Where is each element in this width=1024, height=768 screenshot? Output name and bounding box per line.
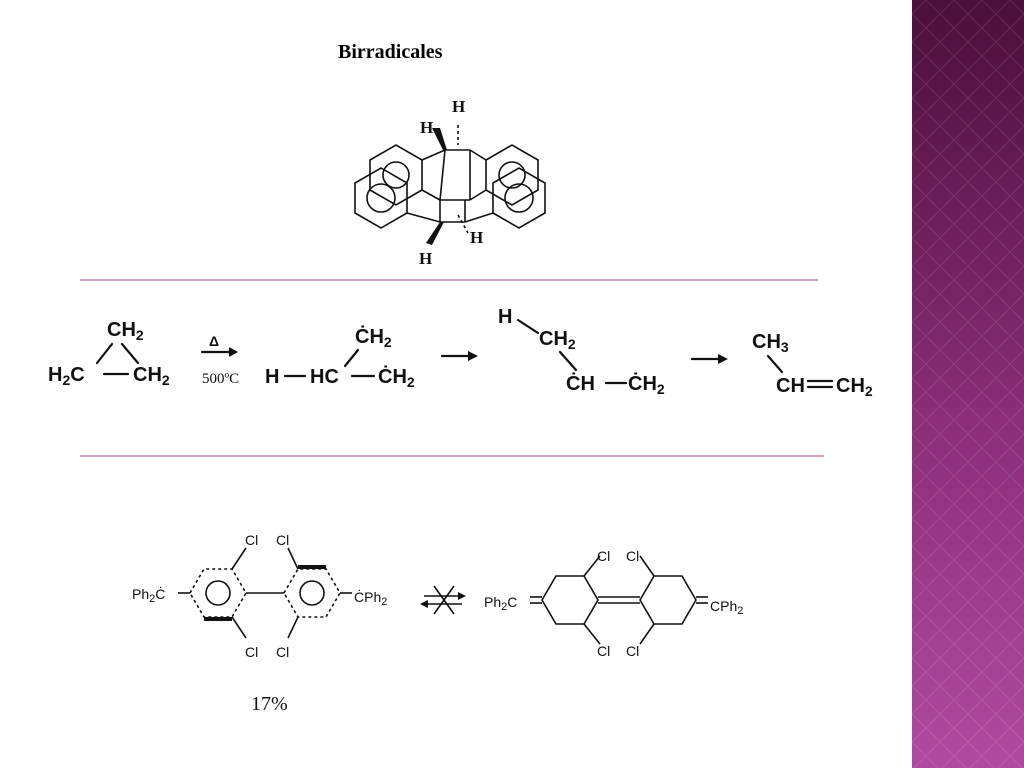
svg-text:CH3: CH3 [752,331,789,355]
decorative-sidebar [912,0,1024,768]
svg-text:CH2: CH2 [539,328,576,352]
h-top-label: H [452,97,465,116]
tetrachlorobiphenyl-diradical: Ph2Ċ Cl Cl Cl Cl ĊPh2 [132,532,387,660]
svg-text:Cl: Cl [276,644,289,660]
reaction-arrow-1 [440,351,478,361]
svg-text:Cl: Cl [245,644,258,660]
svg-text:H: H [498,306,512,328]
svg-text:Cl: Cl [626,643,639,659]
svg-text:CPh2: CPh2 [710,598,743,617]
svg-text:H: H [265,366,279,388]
h-upper-left-label: H [420,118,433,137]
tetrachloro-quinoid-structure: Ph2C Cl Cl Cl Cl CPh2 [484,548,743,659]
diradical-intermediate: ĊH2 H HC ĊH2 [265,325,415,390]
svg-text:Ph2C: Ph2C [484,594,517,613]
svg-text:ĊH2: ĊH2 [378,365,415,390]
cyclopropane-reactant: CH2 H2C CH2 [48,319,170,388]
slide-title: Birradicales [338,41,443,63]
yield-label: 17% [251,693,288,715]
bridged-anthracene-dimer: H H H H [354,97,546,268]
svg-text:Cl: Cl [597,548,610,564]
svg-text:Cl: Cl [597,643,610,659]
hydrogen-shift-intermediate: H CH2 ĊH ĊH2 [498,306,665,397]
arrow-condition-bottom: 500ºC [202,371,239,387]
svg-text:CH2: CH2 [836,375,873,399]
no-equilibrium-arrows [420,585,466,615]
h-lower-right-label: H [470,228,483,247]
svg-text:Cl: Cl [626,548,639,564]
propene-product: CH3 CH CH2 [752,331,873,399]
svg-text:Cl: Cl [276,532,289,548]
svg-text:H2C: H2C [48,364,85,388]
reaction-arrow-2 [690,354,728,364]
svg-text:ĊH2: ĊH2 [355,325,392,350]
h-bottom-label: H [419,249,432,268]
thermal-arrow: Δ 500ºC [200,333,239,387]
svg-text:ĊH: ĊH [566,372,595,395]
svg-text:Ph2Ċ: Ph2Ċ [132,585,165,605]
svg-text:HC: HC [310,366,339,388]
svg-text:ĊH2: ĊH2 [628,372,665,397]
svg-text:CH2: CH2 [133,364,170,388]
svg-text:Cl: Cl [245,532,258,548]
chemistry-diagram: H H H H CH2 H2C CH2 Δ 500ºC ĊH2 H HC ĊH2… [48,97,873,715]
arrow-condition-top: Δ [209,333,219,349]
svg-text:ĊPh2: ĊPh2 [354,588,387,608]
svg-text:CH2: CH2 [107,319,144,343]
svg-text:CH: CH [776,375,805,397]
